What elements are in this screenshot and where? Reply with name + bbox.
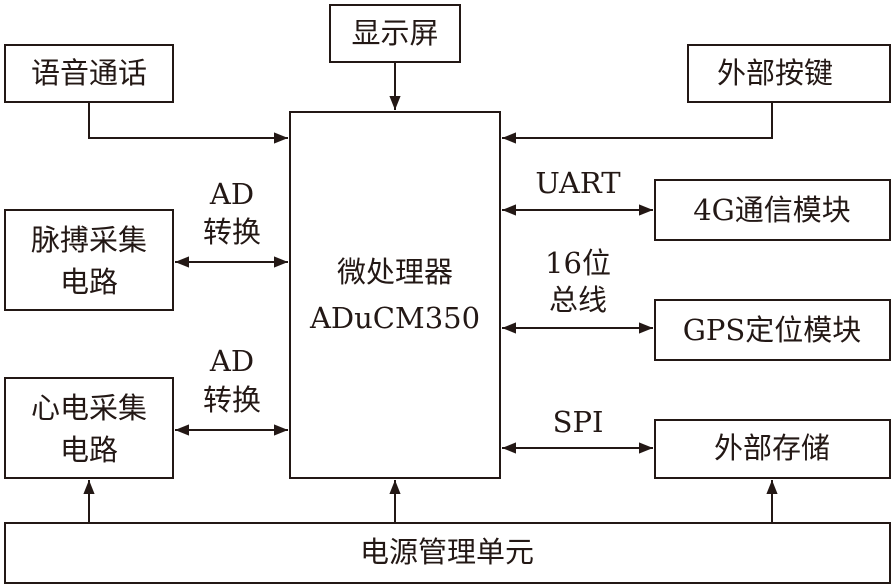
- keys-label: 外部按键: [717, 56, 833, 90]
- keys-arrow: [502, 102, 773, 144]
- uart-label: UART: [535, 166, 621, 200]
- ad1-label-1: AD: [209, 177, 254, 211]
- voice-arrow: [88, 102, 288, 144]
- pulse-label-1: 脉搏采集: [31, 223, 147, 257]
- voice-label: 语音通话: [31, 56, 147, 90]
- ad2-label-1: AD: [209, 344, 254, 378]
- pulse-label-2: 电路: [60, 265, 118, 299]
- display-label: 显示屏: [351, 16, 438, 50]
- mcu-label-1: 微处理器: [337, 255, 453, 289]
- ecg-label-2: 电路: [60, 433, 118, 467]
- display-block: 显示屏: [329, 4, 461, 63]
- voice-block: 语音通话: [4, 44, 174, 103]
- bus-label-2: 总线: [549, 283, 607, 317]
- ecg-label-1: 心电采集: [31, 391, 147, 425]
- mcu-label-2: ADuCM350: [309, 301, 480, 335]
- power-label: 电源管理单元: [360, 535, 534, 569]
- 4g-label: 4G通信模块: [693, 193, 851, 227]
- pulse-block: 脉搏采集 电路: [4, 209, 174, 311]
- power-block: 电源管理单元: [4, 522, 891, 584]
- 4g-block: 4G通信模块: [654, 179, 891, 241]
- keys-block: 外部按键: [687, 44, 891, 103]
- ecg-block: 心电采集 电路: [4, 377, 174, 479]
- spi-label: SPI: [553, 405, 604, 439]
- ad2-label-2: 转换: [203, 383, 261, 417]
- mcu-block: 微处理器 ADuCM350: [289, 111, 501, 479]
- ad1-label-2: 转换: [203, 215, 261, 249]
- storage-label: 外部存储: [714, 431, 830, 465]
- gps-block: GPS定位模块: [654, 299, 891, 361]
- storage-block: 外部存储: [654, 419, 891, 479]
- bus-label-1: 16位: [545, 246, 611, 280]
- gps-label: GPS定位模块: [683, 313, 862, 347]
